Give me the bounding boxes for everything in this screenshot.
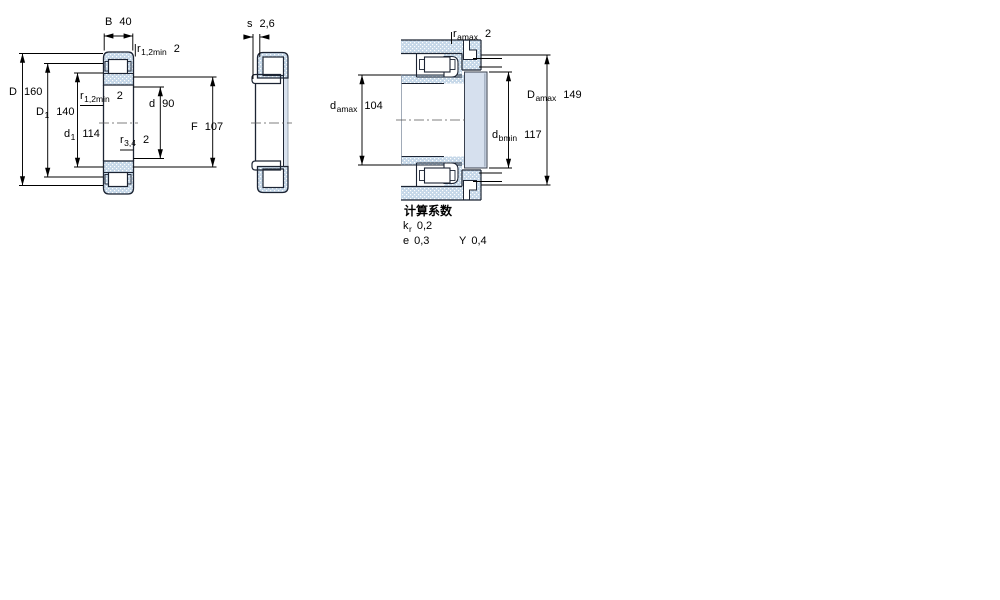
front-cross-section-view (19, 33, 217, 195)
abutment-collar (464, 71, 488, 169)
mounted-arrangement-view (358, 32, 551, 201)
side-profile-view (243, 34, 292, 194)
calculation-factors-heading: 计算系数 (404, 204, 453, 218)
